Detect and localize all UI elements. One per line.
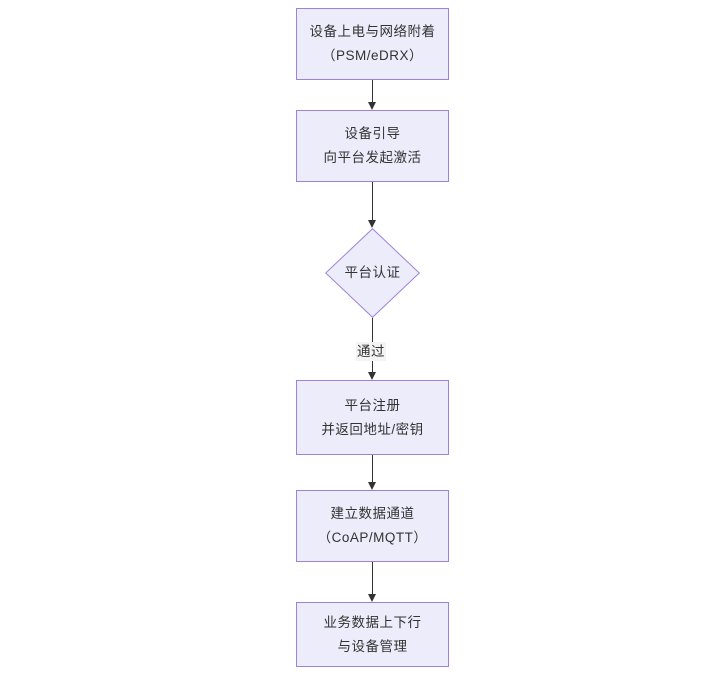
connector-line	[372, 182, 373, 220]
node-platform-auth[interactable]: 平台认证	[325, 228, 420, 318]
connector-line	[372, 455, 373, 482]
node-platform-register-line-1: 平台注册	[344, 397, 401, 413]
arrowhead-icon	[368, 220, 376, 228]
node-service-data-line-2: 与设备管理	[337, 638, 408, 654]
node-service-data[interactable]: 业务数据上下行 与设备管理	[296, 602, 449, 667]
diamond-shape-icon	[325, 228, 420, 318]
node-power-on-line-1: 设备上电与网络附着	[309, 24, 436, 39]
node-platform-register[interactable]: 平台注册 并返回地址/密钥	[296, 380, 449, 455]
edge-label-pass: 通过	[356, 342, 386, 361]
node-bootstrap[interactable]: 设备引导 向平台发起激活	[296, 110, 449, 182]
arrowhead-icon	[368, 594, 376, 602]
node-bootstrap-line-1: 设备引导	[344, 126, 401, 141]
connector-bootstrap-to-platform-auth	[368, 182, 376, 228]
node-bootstrap-line-2: 向平台发起激活	[323, 150, 422, 165]
connector-line	[372, 562, 373, 594]
arrowhead-icon	[368, 372, 376, 380]
node-data-channel-line-1: 建立数据通道	[330, 506, 415, 521]
node-service-data-line-1: 业务数据上下行	[323, 614, 422, 630]
arrowhead-icon	[368, 102, 376, 110]
connector-power-on-to-bootstrap	[368, 80, 376, 110]
node-data-channel-line-2: （CoAP/MQTT）	[317, 530, 428, 545]
connector-data-channel-to-service-data	[368, 562, 376, 602]
node-power-on-line-2: （PSM/eDRX）	[321, 48, 424, 63]
node-platform-register-line-2: 并返回地址/密钥	[321, 421, 424, 437]
connector-platform-register-to-data-channel	[368, 455, 376, 490]
node-data-channel[interactable]: 建立数据通道 （CoAP/MQTT）	[296, 490, 449, 562]
connector-line	[372, 80, 373, 102]
node-platform-auth-label: 平台认证	[344, 265, 401, 280]
arrowhead-icon	[368, 482, 376, 490]
node-power-on[interactable]: 设备上电与网络附着 （PSM/eDRX）	[296, 8, 449, 80]
